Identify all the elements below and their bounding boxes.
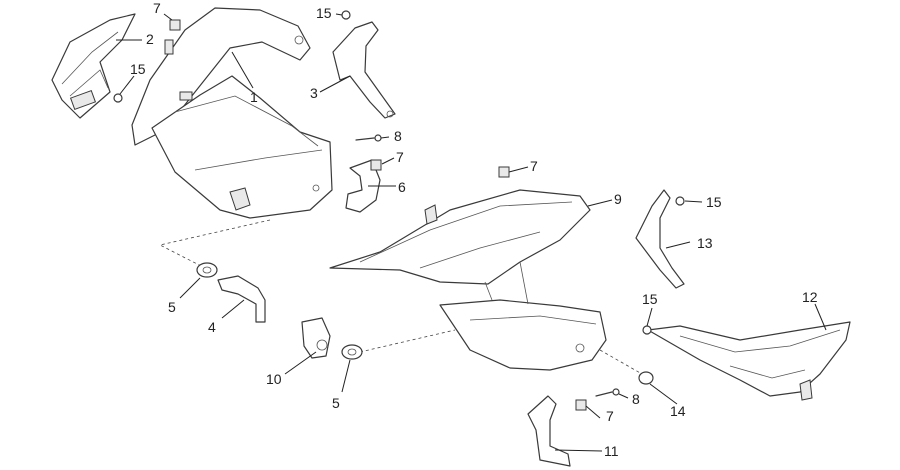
part-15-nut-top [341,10,351,20]
part-13-right-strut [635,189,685,289]
callout-10: 10 [266,371,282,387]
callout-8-upper: 8 [394,128,402,144]
part-15-nut-right [675,196,685,206]
callout-5-left: 5 [168,299,176,315]
callout-12: 12 [802,289,818,305]
part-4-bracket [217,275,266,323]
alignment-line-right [599,349,643,375]
callout-5-center: 5 [332,395,340,411]
callout-9: 9 [614,191,622,207]
part-10-bracket [301,317,331,359]
part-15-nut-left [113,93,123,103]
callout-7-top: 7 [153,0,161,16]
part-12-belly-pan [647,321,851,401]
part-8-screw-lower [595,388,620,397]
part-7-clip-upper-center [498,166,510,178]
part-7-clip-lower [575,399,587,411]
leader-lines [116,13,827,452]
callout-14: 14 [670,403,686,419]
callout-15-right: 15 [706,194,722,210]
part-9-lower-panel [439,261,607,371]
part-2-upper-trim [51,13,136,119]
callout-7-mid: 7 [396,149,404,165]
callout-7-upper-center: 7 [530,158,538,174]
part-7-clip-top [169,19,181,31]
alignment-line-center [359,329,456,353]
callout-15-left: 15 [130,61,146,77]
part-7-clip-mid [370,159,382,171]
callout-11: 11 [604,443,619,459]
callout-15-lower-right: 15 [642,291,658,307]
callout-15-top: 15 [316,5,332,21]
part-14-grommet [638,371,654,385]
callout-7-lower: 7 [606,408,614,424]
part-5-grommet-center [341,344,363,360]
callout-4: 4 [208,319,216,335]
alignment-line-left [158,219,271,269]
part-1-front-fairing [131,7,333,219]
part-9-side-fairing [329,189,591,285]
callout-8-lower: 8 [632,391,640,407]
callout-2: 2 [146,31,154,47]
callout-1: 1 [250,89,258,105]
part-3-side-strut [332,21,396,119]
part-8-screw-upper [355,134,382,142]
callout-6: 6 [398,179,406,195]
callout-3: 3 [310,85,318,101]
part-15-nut-lower-right [642,325,652,335]
part-5-grommet-left [196,262,218,278]
callout-13: 13 [697,235,713,251]
part-11-bracket [527,395,571,467]
